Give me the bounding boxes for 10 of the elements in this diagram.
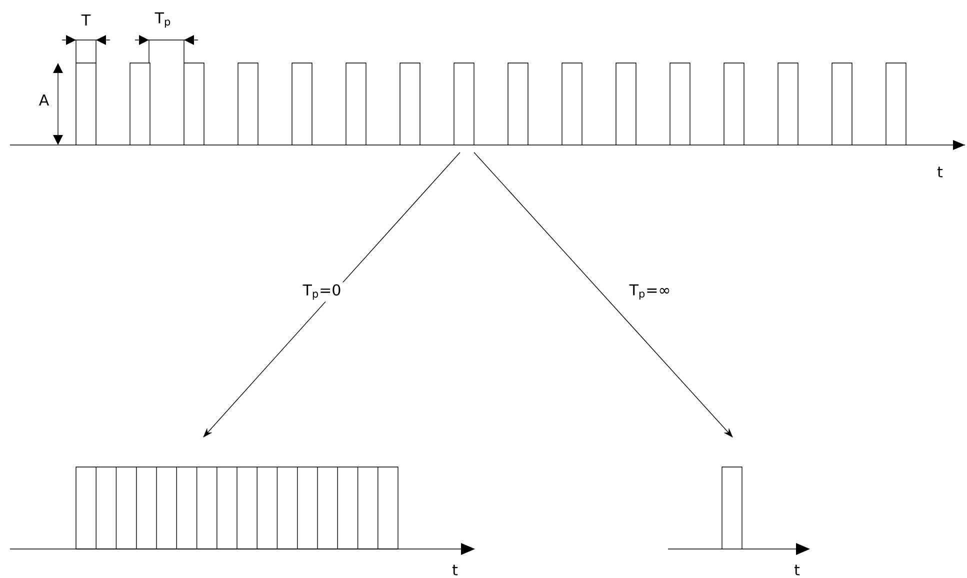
waveform-drawing <box>668 466 810 555</box>
waveform-drawing <box>10 62 966 150</box>
dimension-label: A <box>39 94 49 106</box>
dimension-label: T$_{p}$ <box>154 12 170 28</box>
axis-label: t <box>937 166 943 178</box>
dimension-label: T <box>81 14 91 26</box>
axis-label: t <box>452 564 458 576</box>
edge-label: T$_{p}$=0 <box>300 282 344 302</box>
waveform-drawing <box>10 466 475 555</box>
edge-label: T$_{p}$=∞ <box>627 282 673 302</box>
